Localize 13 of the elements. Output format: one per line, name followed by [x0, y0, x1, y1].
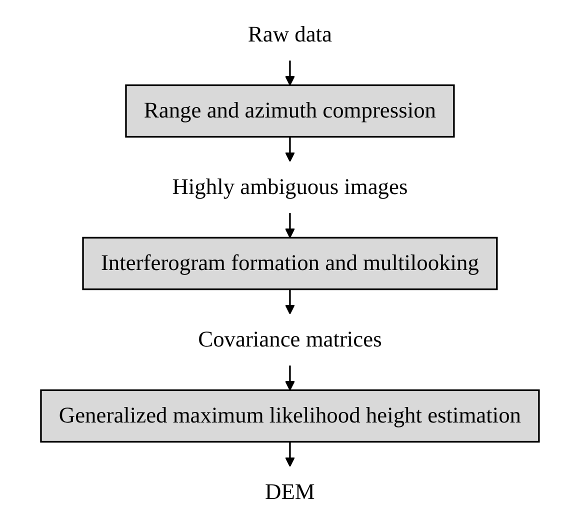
- arrow: [284, 366, 294, 391]
- node-text: Covariance matrices: [198, 327, 382, 352]
- node-text: Highly ambiguous images: [172, 174, 408, 200]
- arrow: [284, 442, 294, 467]
- node-text: DEM: [264, 480, 314, 505]
- arrow: [284, 136, 294, 162]
- node-box: Range and azimuth compression: [124, 84, 454, 138]
- arrow: [284, 60, 294, 86]
- arrow: [284, 289, 294, 314]
- arrow: [284, 213, 294, 238]
- node-box: Interferogram formation and multilooking: [82, 236, 498, 290]
- node-box: Generalized maximum likelihood height estimation: [40, 389, 540, 443]
- node-text: Raw data: [247, 22, 332, 48]
